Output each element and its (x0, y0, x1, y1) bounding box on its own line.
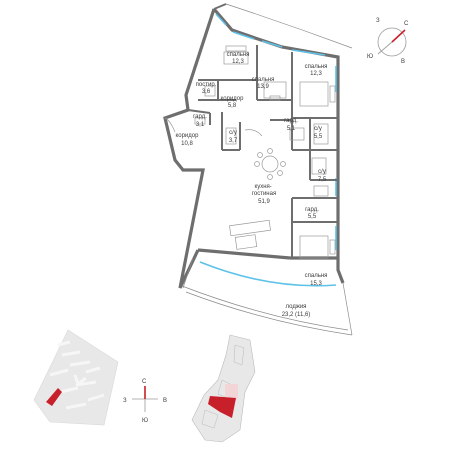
room-area-wardrobe-1: 3,1 (196, 122, 205, 128)
room-area-corridor-2: 10,8 (181, 141, 193, 147)
room-name-laundry: постир. (196, 82, 217, 88)
loggia-outline (181, 257, 353, 336)
compass-top: С В З Ю (367, 18, 409, 65)
building-map-highlight (208, 396, 236, 418)
compass-top-north: С (404, 21, 409, 27)
room-area-laundry: 3,6 (202, 89, 211, 95)
room-name-bath-3: с/у (318, 169, 326, 175)
furniture (164, 45, 336, 259)
compass-bottom: С В З Ю (123, 379, 167, 424)
room-name-bedroom-1: спальня (227, 52, 250, 58)
room-area-bedroom-3: 12,3 (310, 71, 322, 77)
room-area-loggia: 23,2 (11,6) (282, 312, 311, 318)
room-area-wardrobe-3: 5,5 (308, 214, 317, 220)
compass-top-south: Ю (367, 54, 373, 60)
room-area-kitchen: 51,9 (258, 199, 270, 205)
room-area-wardrobe-2: 5,1 (287, 126, 296, 132)
compass-top-west: З (376, 18, 380, 24)
compass-bottom-east: В (163, 398, 167, 404)
room-name-kitchen-line-2: гостиная (252, 191, 276, 197)
room-name-bedroom-3: спальня (305, 64, 328, 70)
room-labels: спальня 12,3 спальня 13,9 спальня 12,3 с… (176, 52, 328, 318)
compass-bottom-south: Ю (142, 418, 148, 424)
room-area-bedroom-4: 15,3 (310, 281, 322, 287)
room-area-bedroom-2: 13,9 (257, 84, 269, 90)
site-map-left (33, 329, 119, 426)
room-name-wardrobe-3: гард. (305, 207, 319, 213)
interior-walls (187, 45, 338, 258)
room-name-kitchen-line-1: кухня- (255, 184, 272, 190)
room-area-bath-3: 7,5 (318, 177, 327, 183)
room-name-wardrobe-2: гард. (284, 118, 298, 124)
room-name-corridor-2: коридор (176, 133, 200, 139)
room-name-bath-1: с/у (229, 130, 237, 136)
room-name-bedroom-2: спальня (252, 77, 275, 83)
compass-top-east: В (401, 59, 405, 65)
room-area-bath-2: 5,5 (314, 134, 323, 140)
room-area-corridor-1: 5,8 (228, 103, 237, 109)
compass-bottom-north: С (142, 379, 147, 385)
room-name-corridor-1: коридор (221, 96, 245, 102)
room-name-bedroom-4: спальня (305, 273, 328, 279)
room-name-kitchen: кухня- гостиная (252, 184, 276, 197)
room-name-loggia: лоджия (286, 304, 307, 310)
room-name-bath-2: с/у (314, 126, 322, 132)
building-map-right (191, 334, 256, 443)
site-map-highlight-left (46, 388, 62, 406)
compass-bottom-west: З (123, 398, 127, 404)
outer-walls (163, 3, 353, 289)
room-name-wardrobe-1: гард. (193, 114, 207, 120)
room-area-bedroom-1: 12,3 (232, 59, 244, 65)
room-area-bath-1: 3,7 (229, 138, 238, 144)
